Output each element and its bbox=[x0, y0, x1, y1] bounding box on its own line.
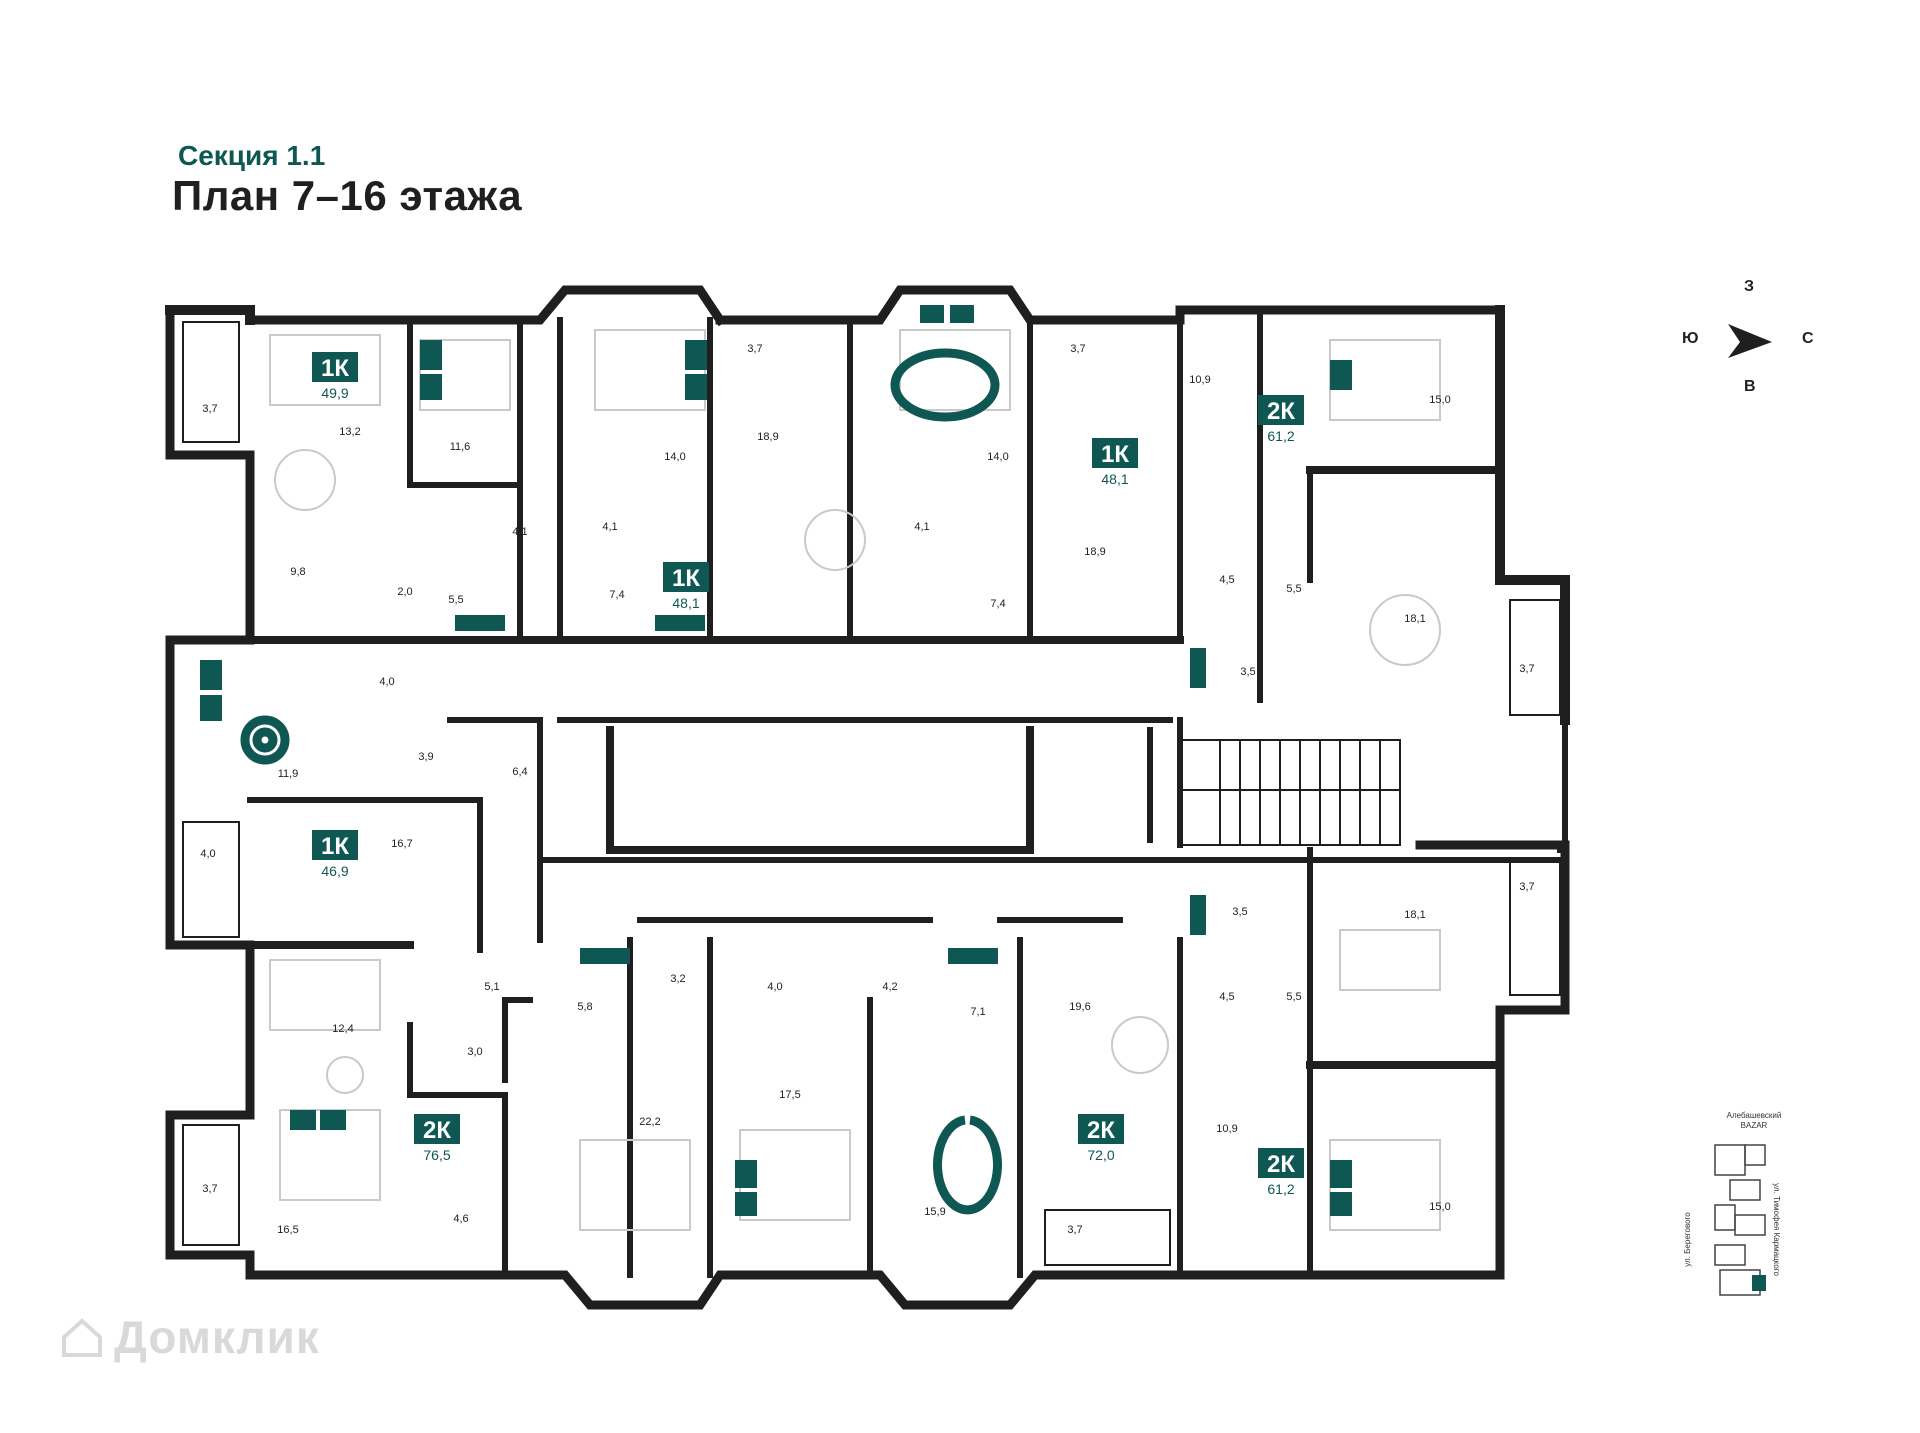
room-area: 9,8 bbox=[290, 566, 305, 578]
room-area: 11,9 bbox=[278, 768, 299, 780]
room-area: 5,5 bbox=[1286, 583, 1301, 595]
room-area: 2,0 bbox=[397, 586, 412, 598]
room-area: 10,9 bbox=[1189, 374, 1210, 386]
room-area: 4,0 bbox=[379, 676, 394, 688]
room-area: 3,5 bbox=[1232, 906, 1247, 918]
room-area: 18,9 bbox=[757, 431, 778, 443]
svg-text:46,9: 46,9 bbox=[321, 863, 348, 879]
room-area: 4,1 bbox=[512, 526, 527, 538]
room-area: 3,7 bbox=[1519, 663, 1534, 675]
compass-east: С bbox=[1802, 330, 1814, 347]
page-title: План 7–16 этажа bbox=[172, 172, 523, 219]
room-area: 15,0 bbox=[1429, 394, 1450, 406]
apartment-label: 2К 72,0 bbox=[1078, 1114, 1124, 1163]
room-area: 5,1 bbox=[484, 981, 499, 993]
watermark-text: Домклик bbox=[114, 1311, 320, 1363]
svg-text:48,1: 48,1 bbox=[1101, 471, 1128, 487]
apartment-label: 2К 76,5 bbox=[414, 1114, 460, 1163]
room-area: 7,1 bbox=[970, 1006, 985, 1018]
room-area: 16,7 bbox=[391, 838, 412, 850]
svg-text:61,2: 61,2 bbox=[1267, 1181, 1294, 1197]
room-area: 3,5 bbox=[1240, 666, 1255, 678]
room-area: 4,0 bbox=[200, 848, 215, 860]
room-area: 3,7 bbox=[1070, 343, 1085, 355]
house-logo-icon bbox=[62, 1318, 102, 1357]
svg-text:2К: 2К bbox=[1087, 1117, 1115, 1144]
room-area: 18,1 bbox=[1404, 613, 1425, 625]
compass-arrow-icon bbox=[1728, 324, 1772, 358]
room-area: 22,2 bbox=[639, 1116, 660, 1128]
room-area: 13,2 bbox=[339, 426, 360, 438]
minimap-label: Алебашевский BAZAR bbox=[1726, 1111, 1782, 1130]
room-area: 4,5 bbox=[1219, 991, 1234, 1003]
svg-text:2К: 2К bbox=[1267, 1151, 1295, 1178]
svg-text:49,9: 49,9 bbox=[321, 385, 348, 401]
svg-text:76,5: 76,5 bbox=[423, 1147, 450, 1163]
room-area: 3,7 bbox=[1519, 881, 1534, 893]
room-area: 15,0 bbox=[1429, 1201, 1450, 1213]
room-area: 3,9 bbox=[418, 751, 433, 763]
room-area: 11,6 bbox=[450, 441, 471, 453]
room-area: 12,4 bbox=[332, 1023, 353, 1035]
svg-text:48,1: 48,1 bbox=[672, 595, 699, 611]
apartment-label: 1К 49,9 bbox=[312, 352, 358, 401]
room-area: 19,6 bbox=[1069, 1001, 1090, 1013]
room-area: 15,9 bbox=[924, 1206, 945, 1218]
watermark: Домклик bbox=[60, 1310, 320, 1364]
apartment-label: 2К 61,2 bbox=[1258, 1148, 1304, 1197]
room-area: 18,1 bbox=[1404, 909, 1425, 921]
room-area: 3,7 bbox=[1067, 1224, 1082, 1236]
room-area: 4,1 bbox=[602, 521, 617, 533]
svg-text:1К: 1К bbox=[321, 833, 349, 860]
room-area: 4,5 bbox=[1219, 574, 1234, 586]
svg-text:1К: 1К bbox=[1101, 441, 1129, 468]
room-area: 17,5 bbox=[779, 1089, 800, 1101]
room-area: 7,4 bbox=[990, 598, 1005, 610]
room-area: 4,1 bbox=[914, 521, 929, 533]
room-area: 4,0 bbox=[767, 981, 782, 993]
compass-south: В bbox=[1744, 378, 1756, 395]
room-area: 6,4 bbox=[512, 766, 527, 778]
room-area: 10,9 bbox=[1216, 1123, 1237, 1135]
room-area: 5,8 bbox=[577, 1001, 592, 1013]
room-area: 7,4 bbox=[609, 589, 624, 601]
room-area: 3,7 bbox=[747, 343, 762, 355]
svg-text:1К: 1К bbox=[672, 565, 700, 592]
room-area: 5,5 bbox=[1286, 991, 1301, 1003]
section-subtitle: Секция 1.1 bbox=[178, 140, 326, 171]
room-area: 3,2 bbox=[670, 973, 685, 985]
location-minimap: Алебашевский BAZAR ул. Берегового ул. Ти… bbox=[1683, 1105, 1790, 1305]
compass-west: Ю bbox=[1682, 330, 1699, 347]
minimap-buildings bbox=[1714, 1144, 1766, 1296]
room-area: 16,5 bbox=[277, 1224, 298, 1236]
room-area: 18,9 bbox=[1084, 546, 1105, 558]
room-area: 14,0 bbox=[987, 451, 1008, 463]
room-area: 5,5 bbox=[448, 594, 463, 606]
svg-text:2К: 2К bbox=[1267, 398, 1295, 425]
svg-text:1К: 1К bbox=[321, 355, 349, 382]
compass-north: З bbox=[1744, 278, 1755, 295]
compass: З Ю С В bbox=[1680, 270, 1830, 400]
svg-text:72,0: 72,0 bbox=[1087, 1147, 1114, 1163]
apartment-label: 2К 61,2 bbox=[1258, 395, 1304, 444]
apartment-label: 1К 46,9 bbox=[312, 830, 358, 879]
room-area: 14,0 bbox=[664, 451, 685, 463]
apartment-label: 1К 48,1 bbox=[1092, 438, 1138, 487]
room-area: 3,7 bbox=[202, 1183, 217, 1195]
room-area: 3,0 bbox=[467, 1046, 482, 1058]
svg-text:2К: 2К bbox=[423, 1117, 451, 1144]
svg-text:61,2: 61,2 bbox=[1267, 428, 1294, 444]
room-area: 4,6 bbox=[453, 1213, 468, 1225]
apartment-label: 1К 48,1 bbox=[663, 562, 709, 611]
room-area: 4,2 bbox=[882, 981, 897, 993]
room-area: 3,7 bbox=[202, 403, 217, 415]
